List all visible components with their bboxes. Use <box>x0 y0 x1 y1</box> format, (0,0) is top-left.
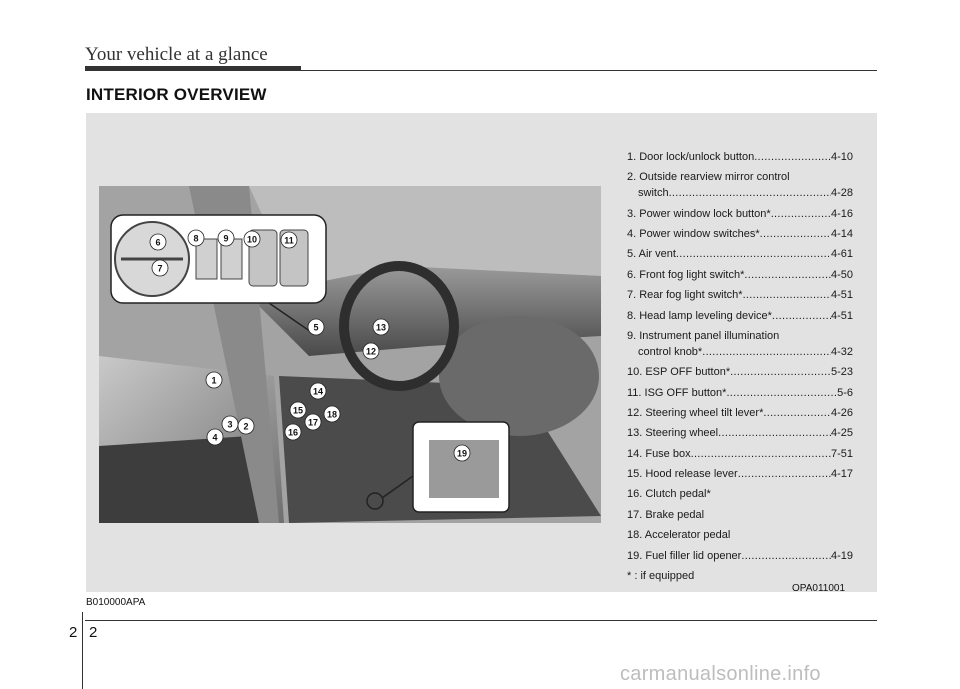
legend-item: 13. Steering wheel 4-25 <box>627 426 853 442</box>
section-title: INTERIOR OVERVIEW <box>86 85 267 105</box>
legend-item: 15. Hood release lever4-17 <box>627 467 853 483</box>
legend-item: 18. Accelerator pedal <box>627 528 853 544</box>
callout-label: 3 <box>227 420 232 430</box>
footer-divider <box>82 612 83 689</box>
header-rule <box>85 70 877 71</box>
legend-item: 12. Steering wheel tilt lever* 4-26 <box>627 406 853 422</box>
legend-item: 19. Fuel filler lid opener 4-19 <box>627 549 853 565</box>
legend-item: 4. Power window switches* 4-14 <box>627 227 853 243</box>
chapter-number: 2 <box>69 624 77 641</box>
header-title: Your vehicle at a glance <box>85 44 268 66</box>
legend-item: 16. Clutch pedal* <box>627 487 853 503</box>
figure-code: B010000APA <box>86 597 145 608</box>
callout-label: 11 <box>284 236 294 246</box>
callout-label: 4 <box>212 433 217 443</box>
callout-label: 6 <box>155 238 160 248</box>
legend-item: 8. Head lamp leveling device*4-51 <box>627 309 853 325</box>
watermark: carmanualsonline.info <box>620 663 821 686</box>
callout-label: 12 <box>366 347 376 357</box>
callout-label: 10 <box>247 235 257 245</box>
footer-rule <box>85 620 877 621</box>
callout-label: 13 <box>376 323 386 333</box>
legend-item: 17. Brake pedal <box>627 508 853 524</box>
legend-item: 1. Door lock/unlock button 4-10 <box>627 150 853 166</box>
callout-label: 8 <box>193 234 198 244</box>
callout-label: 15 <box>293 406 303 416</box>
legend-item: 14. Fuse box 7-51 <box>627 447 853 463</box>
component-legend: 1. Door lock/unlock button 4-10 2. Outsi… <box>627 150 853 589</box>
callout-label: 14 <box>313 387 323 397</box>
legend-item: 7. Rear fog light switch* 4-51 <box>627 288 853 304</box>
figure-code: OPA011001 <box>792 583 845 594</box>
legend-item: 6. Front fog light switch*4-50 <box>627 268 853 284</box>
callout-label: 9 <box>223 234 228 244</box>
callout-label: 1 <box>211 376 216 386</box>
legend-item: 5. Air vent4-61 <box>627 247 853 263</box>
page-number: 2 <box>89 624 97 641</box>
callout-label: 5 <box>313 323 318 333</box>
legend-item: 3. Power window lock button* 4-16 <box>627 207 853 223</box>
callout-label: 17 <box>308 418 318 428</box>
callout-label: 7 <box>157 264 162 274</box>
callout-label: 18 <box>327 410 337 420</box>
callout-label: 2 <box>243 422 248 432</box>
callout-label: 16 <box>288 428 298 438</box>
legend-item: 11. ISG OFF button* 5-6 <box>627 386 853 402</box>
legend-item: 10. ESP OFF button* 5-23 <box>627 365 853 381</box>
callout-label: 19 <box>457 449 467 459</box>
interior-illustration: 1 2 3 4 5 6 7 8 9 10 11 12 13 14 15 16 1… <box>99 186 601 523</box>
